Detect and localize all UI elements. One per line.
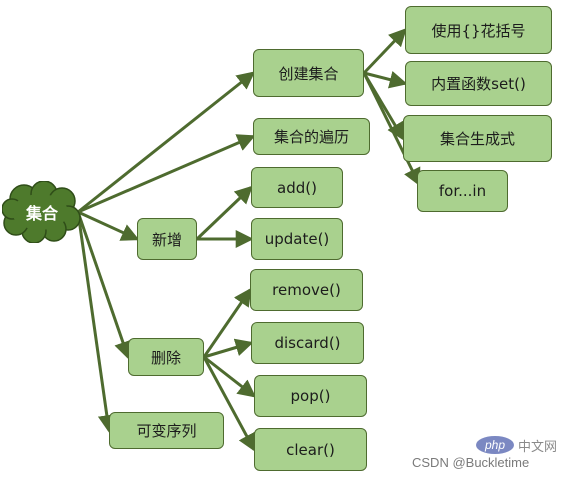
node-update: update() (251, 218, 343, 260)
root-cloud-shape (2, 181, 81, 243)
arrow-root-to-delete_group (76, 211, 132, 360)
arrow-root-to-traverse (77, 134, 256, 214)
arrow-root-to-create (77, 71, 256, 214)
arrow-delete_group-to-clear (202, 356, 256, 452)
arrow-create-to-forin (362, 72, 421, 187)
node-set-traversal: 集合的遍历 (253, 118, 370, 155)
node-discard: discard() (251, 322, 364, 364)
arrow-root-to-add_group (77, 210, 140, 241)
arrow-root-to-mutable (76, 211, 116, 434)
node-delete-group: 删除 (128, 338, 204, 376)
node-set-function: 内置函数set() (405, 61, 552, 106)
node-set-comprehension: 集合生成式 (403, 115, 552, 162)
arrow-delete_group-to-pop (203, 355, 257, 398)
node-add: add() (251, 167, 343, 208)
node-mutable-sequence: 可变序列 (109, 412, 224, 449)
node-for-in: for...in (417, 170, 508, 212)
arrow-delete_group-to-remove (202, 287, 252, 358)
node-remove: remove() (250, 269, 363, 311)
watermark-credit: CSDN @Buckletime (412, 455, 530, 470)
arrow-add_group-to-add (195, 185, 253, 241)
watermark-site: 中文网 (518, 439, 558, 454)
node-clear: clear() (254, 428, 367, 471)
arrow-delete_group-to-discard (203, 338, 254, 359)
arrow-create-to-set_fn (363, 70, 408, 89)
node-create-set: 创建集合 (253, 49, 364, 97)
root-node-set: 集合 (25, 204, 58, 223)
arrow-create-to-curly (362, 28, 407, 75)
php-logo: php (476, 436, 514, 454)
node-pop: pop() (254, 375, 367, 417)
node-curly-braces: 使用{}花括号 (405, 6, 552, 54)
node-add-group: 新增 (137, 218, 197, 260)
